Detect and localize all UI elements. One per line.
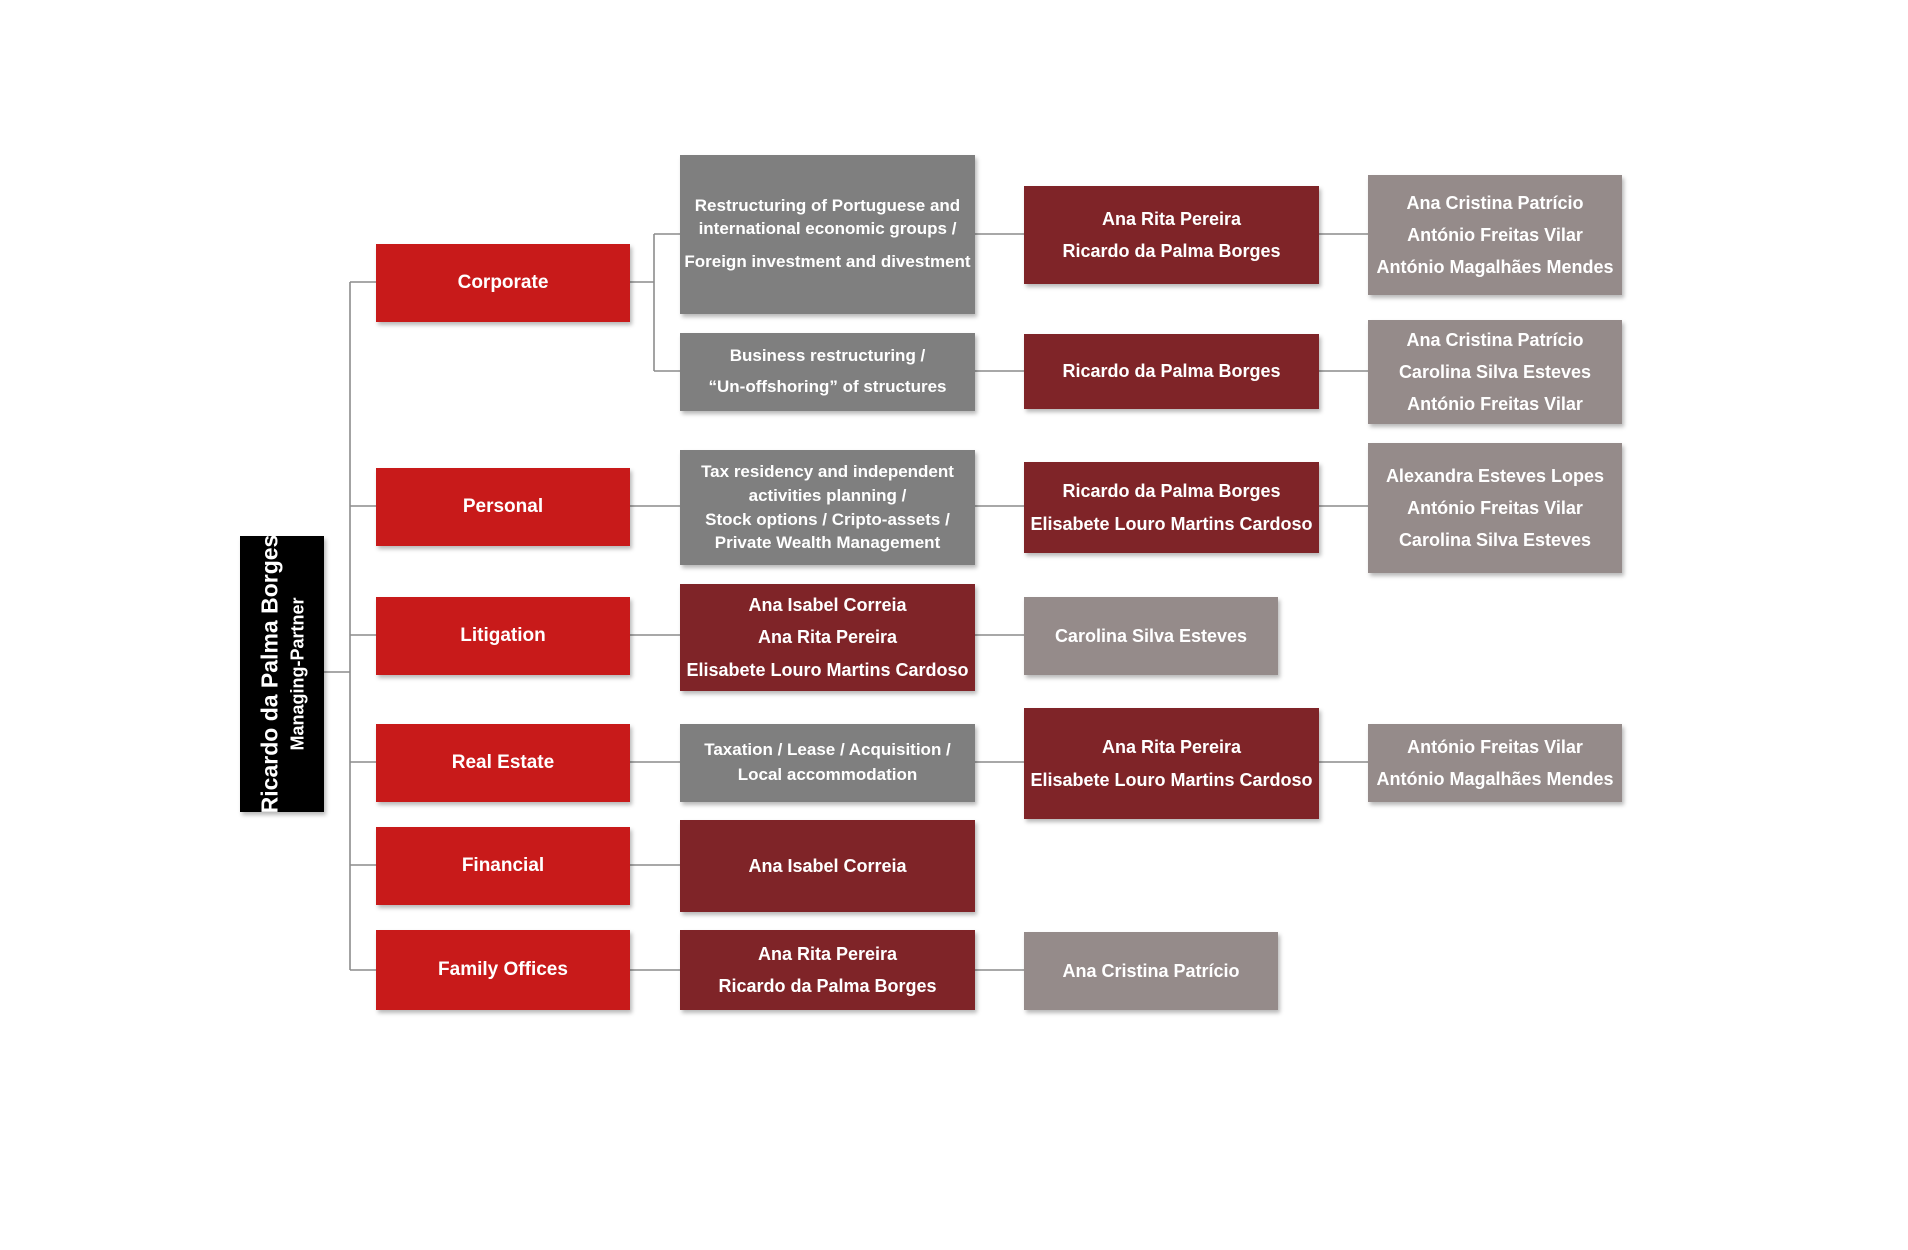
partners-real-estate: Ana Rita Pereira Elisabete Louro Martins…: [1024, 708, 1319, 819]
topic-personal: Tax residency and independent activities…: [680, 450, 975, 565]
topic-line: Stock options / Cripto-assets /: [705, 509, 950, 529]
topic-line: Tax residency and independent: [701, 461, 954, 481]
area-litigation: Litigation: [376, 597, 630, 675]
associate-name: Ana Cristina Patrício: [1406, 329, 1584, 350]
associate-name: António Freitas Vilar: [1407, 224, 1583, 245]
partner-name: Ana Rita Pereira: [757, 943, 898, 964]
associate-name: Ana Cristina Patrício: [1062, 960, 1240, 981]
topic-business-restructuring: Business restructuring / “Un-offshoring”…: [680, 333, 975, 411]
area-family-offices-label: Family Offices: [438, 959, 568, 981]
area-corporate: Corporate: [376, 244, 630, 322]
partners-financial: Ana Isabel Correia: [680, 820, 975, 912]
partner-name: Ricardo da Palma Borges: [718, 976, 937, 996]
managing-partner-title: Managing-Partner: [287, 597, 308, 751]
topic-line: “Un-offshoring” of structures: [708, 377, 947, 396]
associates-real-estate: António Freitas Vilar António Magalhães …: [1368, 724, 1622, 802]
associate-name: Carolina Silva Esteves: [1054, 625, 1248, 646]
partner-name: Elisabete Louro Martins Cardoso: [1030, 513, 1313, 534]
area-financial: Financial: [376, 827, 630, 905]
partner-name: Ricardo da Palma Borges: [1062, 481, 1281, 502]
associate-name: Alexandra Esteves Lopes: [1385, 465, 1605, 486]
partner-name: Ana Rita Pereira: [757, 627, 898, 648]
partner-name: Ricardo da Palma Borges: [1062, 361, 1281, 382]
topic-line: activities planning /: [748, 485, 907, 505]
partner-name: Ana Isabel Correia: [748, 855, 907, 876]
partner-name: Ana Rita Pereira: [1101, 208, 1242, 229]
associates-family-offices: Ana Cristina Patrício: [1024, 932, 1278, 1010]
associate-name: Carolina Silva Esteves: [1398, 530, 1592, 551]
topic-line: Business restructuring /: [729, 346, 926, 366]
topic-line: Foreign investment and divestment: [684, 251, 971, 271]
associate-name: Ana Cristina Patrício: [1406, 192, 1584, 213]
managing-partner-box: Ricardo da Palma Borges Managing-Partner: [240, 534, 324, 814]
associate-name: António Freitas Vilar: [1407, 497, 1583, 518]
area-personal: Personal: [376, 468, 630, 546]
associate-name: António Magalhães Mendes: [1376, 257, 1614, 278]
associates-restructuring: Ana Cristina Patrício António Freitas Vi…: [1368, 175, 1622, 295]
associates-personal: Alexandra Esteves Lopes António Freitas …: [1368, 443, 1622, 573]
topic-line: Restructuring of Portuguese and: [694, 196, 961, 216]
associates-business-restructuring: Ana Cristina Patrício Carolina Silva Est…: [1368, 320, 1622, 424]
associate-name: Carolina Silva Esteves: [1398, 361, 1592, 382]
area-personal-label: Personal: [462, 496, 544, 518]
area-real-estate: Real Estate: [376, 724, 630, 802]
partners-family-offices: Ana Rita Pereira Ricardo da Palma Borges: [680, 930, 975, 1010]
topic-line: Local accommodation: [737, 765, 918, 784]
topic-line: international economic groups /: [698, 219, 957, 239]
partners-personal: Ricardo da Palma Borges Elisabete Louro …: [1024, 462, 1319, 553]
area-real-estate-label: Real Estate: [451, 752, 555, 774]
partner-name: Ana Isabel Correia: [748, 595, 907, 616]
topic-line: Taxation / Lease / Acquisition /: [704, 740, 951, 760]
associates-litigation: Carolina Silva Esteves: [1024, 597, 1278, 675]
associate-name: António Freitas Vilar: [1407, 394, 1583, 415]
partner-name: Ricardo da Palma Borges: [1062, 241, 1281, 261]
partner-name: Elisabete Louro Martins Cardoso: [1030, 769, 1313, 790]
area-corporate-label: Corporate: [457, 272, 549, 294]
partner-name: Ana Rita Pereira: [1101, 737, 1242, 758]
area-family-offices: Family Offices: [376, 930, 630, 1010]
associate-name: António Magalhães Mendes: [1376, 769, 1614, 789]
partner-name: Elisabete Louro Martins Cardoso: [686, 659, 969, 680]
topic-restructuring: Restructuring of Portuguese and internat…: [680, 155, 975, 314]
associate-name: António Freitas Vilar: [1407, 736, 1583, 757]
topic-real-estate: Taxation / Lease / Acquisition / Local a…: [680, 724, 975, 802]
partners-restructuring: Ana Rita Pereira Ricardo da Palma Borges: [1024, 186, 1319, 284]
partners-business-restructuring: Ricardo da Palma Borges: [1024, 334, 1319, 409]
area-litigation-label: Litigation: [460, 625, 546, 647]
area-financial-label: Financial: [461, 855, 545, 877]
partners-litigation: Ana Isabel Correia Ana Rita Pereira Elis…: [680, 584, 975, 691]
topic-line: Private Wealth Management: [714, 533, 941, 553]
managing-partner-name: Ricardo da Palma Borges: [256, 534, 283, 814]
